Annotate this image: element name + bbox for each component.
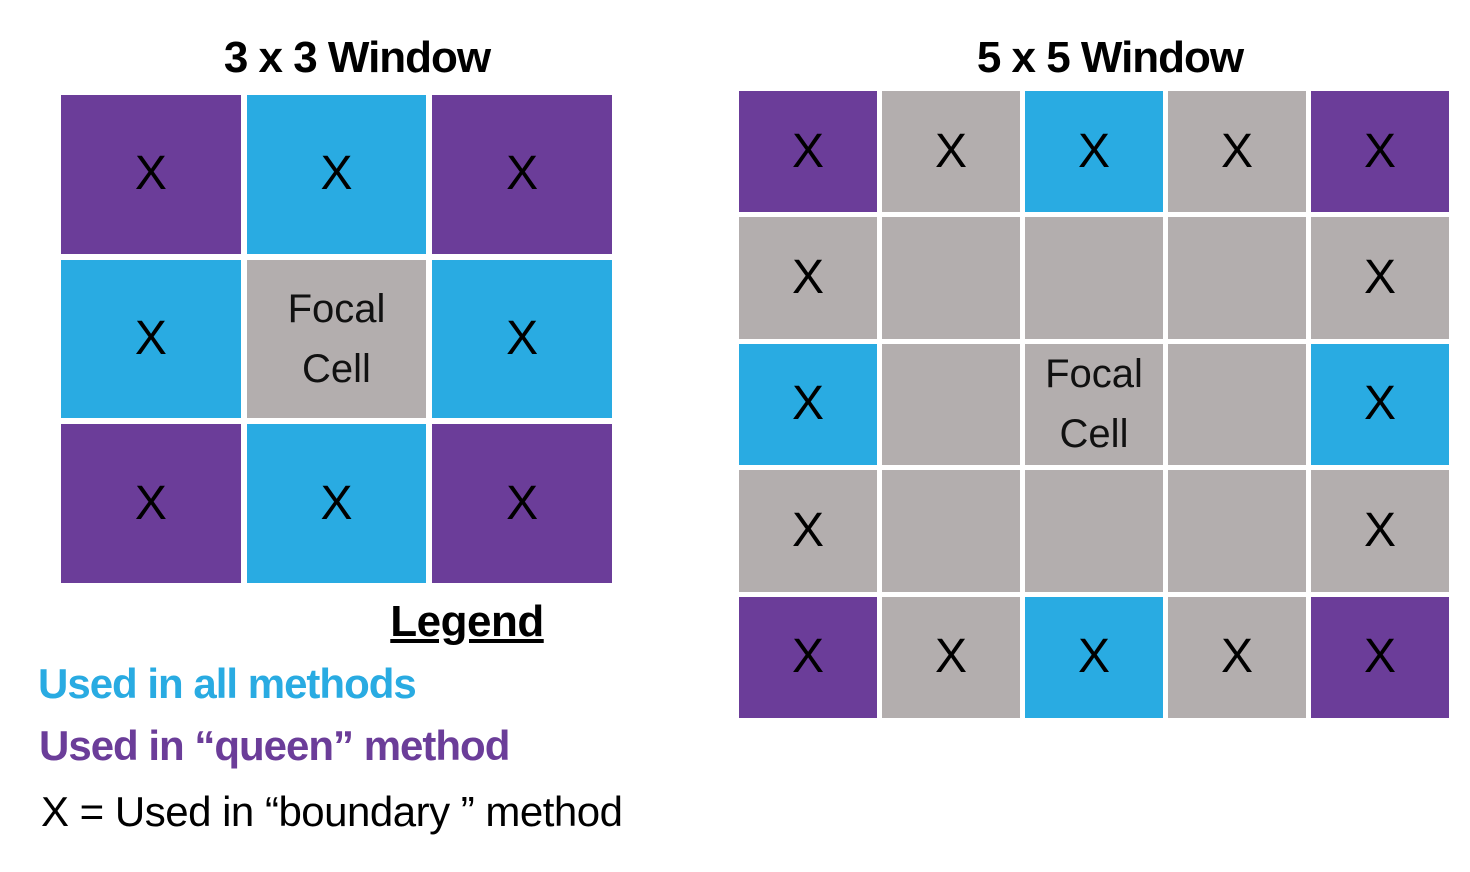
grid-cell-gray: X — [1311, 217, 1449, 339]
focal-cell-label-line2: Cell — [1059, 412, 1129, 457]
x-mark: X — [791, 124, 824, 178]
x-mark: X — [506, 476, 539, 530]
x-mark: X — [1363, 377, 1396, 431]
grid-3x3-title: 3 x 3 Window — [223, 33, 491, 82]
x-mark: X — [134, 476, 167, 530]
grid-cell-purple: X — [739, 596, 877, 718]
x-mark: X — [791, 377, 824, 431]
x-mark: X — [791, 630, 824, 684]
grid-cell-purple: X — [432, 424, 612, 583]
x-mark: X — [134, 311, 167, 365]
x-mark: X — [1220, 124, 1253, 178]
focal-cell-label-line2: Cell — [302, 346, 371, 391]
legend-item-boundary-method: X = Used in “boundary ” method — [41, 788, 623, 835]
grid-cell-blue: X — [739, 343, 877, 466]
grid-5x5-title: 5 x 5 Window — [976, 33, 1244, 82]
grid-cell-blue: X — [432, 259, 612, 419]
x-mark: X — [1077, 124, 1110, 178]
grid-cell-gray — [1025, 217, 1163, 339]
grid-cell-purple: X — [432, 95, 612, 254]
x-mark: X — [1363, 251, 1396, 305]
x-mark: X — [320, 476, 353, 530]
grid-cell-gray: X — [739, 217, 877, 339]
grid-cell-gray — [1168, 217, 1306, 339]
grid-cell-blue: X — [1025, 596, 1163, 718]
x-mark: X — [1077, 630, 1110, 684]
x-mark: X — [506, 147, 539, 201]
grid-cell-purple: X — [739, 91, 877, 213]
grid-cell-gray — [882, 343, 1020, 466]
grid-cell-purple: X — [1311, 596, 1449, 718]
grid-cell-gray: X — [739, 470, 877, 592]
grid-cell-gray — [1025, 470, 1163, 592]
grid-cell-purple: X — [61, 95, 241, 254]
grid-cell-blue: X — [1311, 343, 1449, 466]
grid-cell-gray: X — [1311, 470, 1449, 592]
grid-cell-gray — [882, 217, 1020, 339]
x-mark: X — [134, 147, 167, 201]
focal-cell-label-line1: Focal — [1045, 352, 1143, 397]
grid-cell-purple: X — [61, 424, 241, 583]
x-mark: X — [791, 251, 824, 305]
grid-cell-purple: X — [1311, 91, 1449, 213]
legend-item-queen-method: Used in “queen” method — [39, 722, 510, 769]
x-mark: X — [506, 311, 539, 365]
legend-title: Legend — [390, 597, 544, 646]
focal-cell-label-line1: Focal — [287, 286, 386, 331]
grid-cell-gray — [1168, 470, 1306, 592]
grid-cell-gray: X — [882, 91, 1020, 213]
legend-item-all-methods: Used in all methods — [38, 660, 417, 707]
x-mark: X — [1363, 503, 1396, 557]
grid-cell-gray — [1168, 343, 1306, 466]
grid-cell-gray: X — [1168, 91, 1306, 213]
x-mark: X — [934, 124, 967, 178]
grid-cell-gray: X — [1168, 596, 1306, 718]
x-mark: X — [1220, 630, 1253, 684]
grid-cell-blue: X — [61, 259, 241, 419]
x-mark: X — [1363, 630, 1396, 684]
grid-cell-blue: X — [246, 95, 427, 254]
x-mark: X — [791, 503, 824, 557]
grid-cell-gray — [882, 470, 1020, 592]
x-mark: X — [1363, 124, 1396, 178]
x-mark: X — [934, 630, 967, 684]
grid-cell-gray: X — [882, 596, 1020, 718]
x-mark: X — [320, 147, 353, 201]
grid-cell-blue: X — [246, 424, 427, 583]
grid-cell-blue: X — [1025, 91, 1163, 213]
